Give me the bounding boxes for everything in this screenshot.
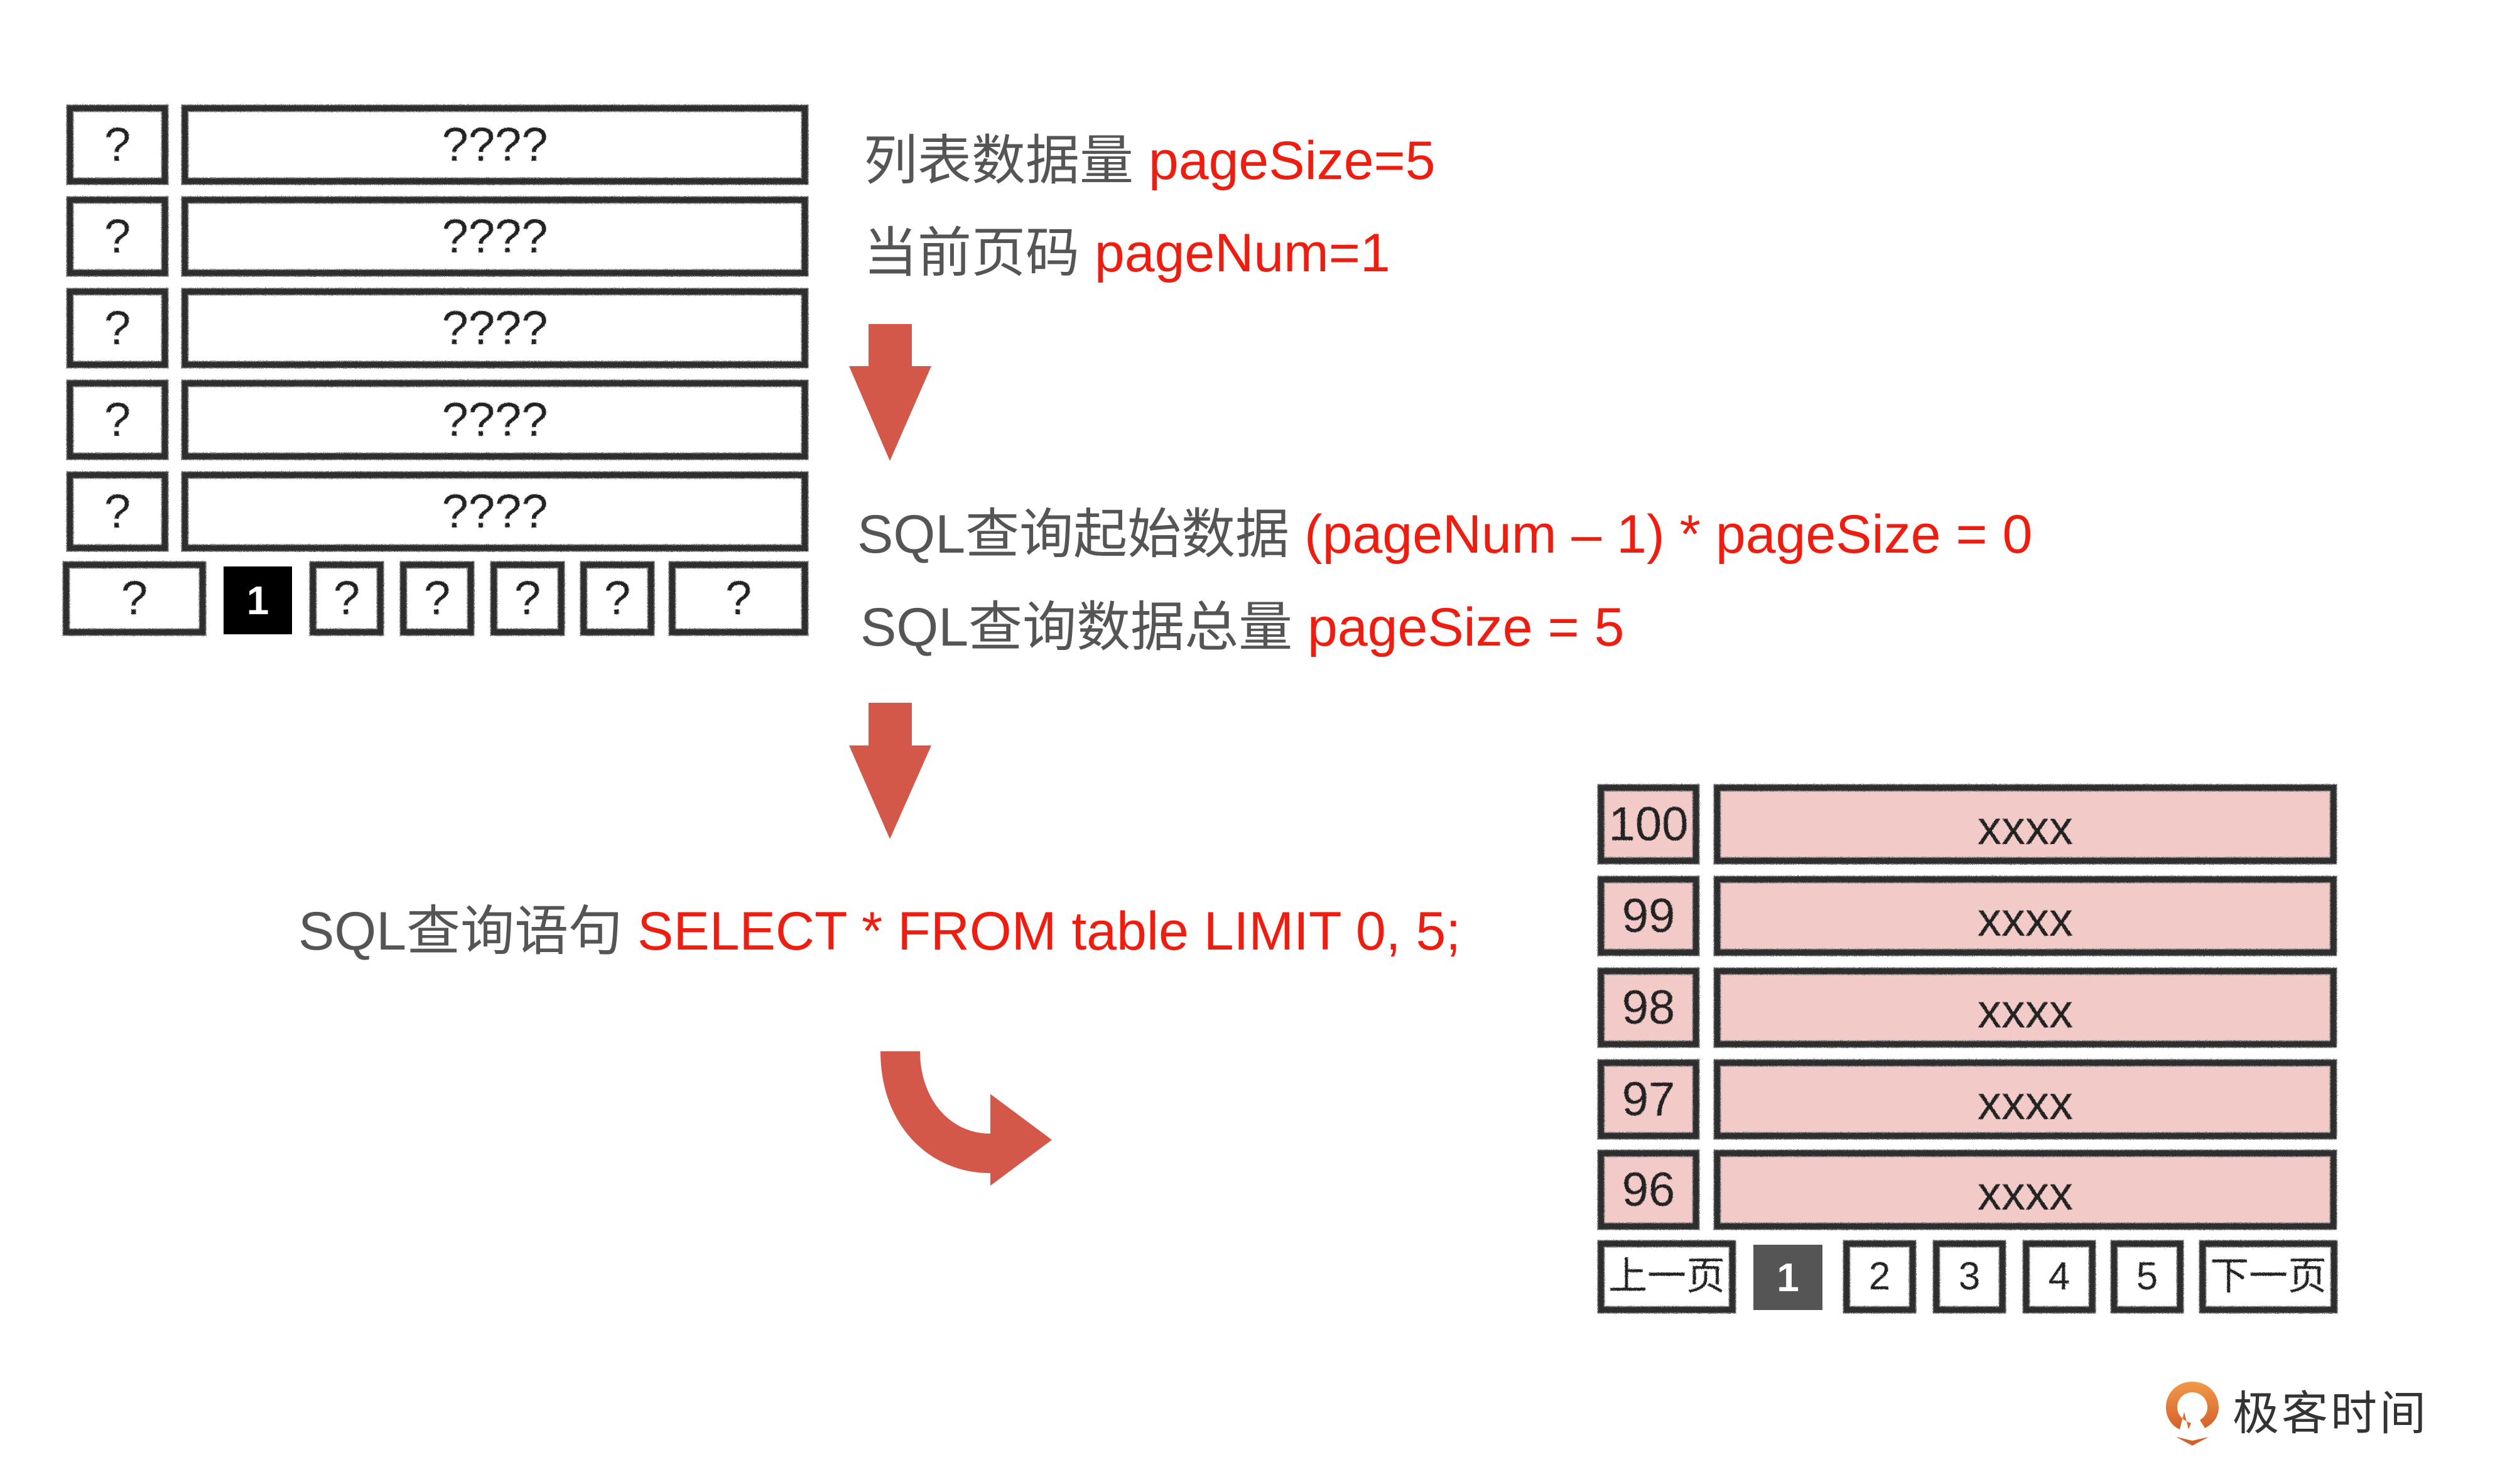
- row-id-text: 96: [1621, 1162, 1676, 1216]
- page-label: ?: [333, 571, 360, 625]
- unknown-row-id-cell: ?: [67, 472, 168, 551]
- row-content-text: xxxx: [1978, 801, 2073, 855]
- page-label: 2: [1868, 1255, 1891, 1298]
- sql-offset-expression: (pageNum – 1) * pageSize = 0: [1304, 504, 2033, 565]
- row-id-text: ?: [104, 209, 131, 263]
- current-page-button[interactable]: 1: [224, 566, 292, 634]
- next-page-label: 下一页: [2209, 1255, 2327, 1298]
- result-row-id-cell: 96: [1598, 1151, 1699, 1229]
- prev-page-label: 上一页: [1608, 1255, 1725, 1298]
- sql-query-label: SQL查询语句: [298, 901, 623, 961]
- page-button[interactable]: 4: [2023, 1241, 2095, 1313]
- result-row-content-cell: xxxx: [1714, 877, 2336, 955]
- row-content-text: ????: [441, 301, 548, 355]
- result-row-content-cell: xxxx: [1714, 1060, 2336, 1139]
- row-content-text: xxxx: [1978, 984, 2073, 1038]
- row-id-text: 99: [1621, 889, 1676, 943]
- geektime-logo-text: 极客时间: [2233, 1387, 2428, 1439]
- page-label: 5: [2136, 1255, 2158, 1298]
- result-row-content-cell: xxxx: [1714, 1151, 2336, 1229]
- row-content-text: xxxx: [1978, 1076, 2073, 1130]
- row-id-text: ?: [104, 117, 131, 171]
- unknown-row-content-cell: ????: [182, 106, 808, 184]
- row-id-text: ?: [104, 484, 131, 538]
- next-page-label: ?: [725, 571, 752, 625]
- next-page-button[interactable]: ?: [669, 562, 808, 635]
- page-label: ?: [423, 571, 451, 625]
- prev-page-button[interactable]: ?: [63, 562, 205, 635]
- geektime-logo-icon: [2166, 1382, 2219, 1446]
- sql-count-line: SQL查询数据总量 pageSize = 5: [860, 600, 1624, 654]
- current-page-label: 1: [246, 578, 269, 623]
- page-size-label: 列表数据量: [864, 131, 1134, 191]
- page-num-value: pageNum=1: [1094, 223, 1390, 283]
- unknown-row-id-cell: ?: [67, 289, 168, 367]
- page-num-line: 当前页码 pageNum=1: [864, 226, 1390, 280]
- page-size-line: 列表数据量 pageSize=5: [864, 134, 1436, 188]
- sql-offset-line: SQL查询起始数据 (pageNum – 1) * pageSize = 0: [857, 507, 2032, 561]
- sql-query-line: SQL查询语句 SELECT * FROM table LIMIT 0, 5;: [298, 904, 1461, 958]
- unknown-row-content-cell: ????: [182, 289, 808, 367]
- current-page-button[interactable]: 1: [1753, 1245, 1822, 1310]
- page-label: 3: [1958, 1255, 1981, 1298]
- row-content-text: ????: [441, 484, 548, 538]
- page-button[interactable]: 2: [1844, 1241, 1915, 1313]
- result-row-id-cell: 99: [1598, 877, 1699, 955]
- result-row-id-cell: 98: [1598, 968, 1699, 1047]
- row-id-text: 97: [1621, 1072, 1676, 1126]
- row-content-text: ????: [441, 393, 548, 447]
- page-label: 4: [2048, 1255, 2071, 1298]
- unknown-row-id-cell: ?: [67, 106, 168, 184]
- unknown-row-content-cell: ????: [182, 381, 808, 459]
- unknown-row-content-cell: ????: [182, 197, 808, 276]
- prev-page-label: ?: [121, 571, 148, 625]
- row-id-text: ?: [104, 301, 131, 355]
- down-arrow-icon: [849, 324, 931, 461]
- result-row-content-cell: xxxx: [1714, 785, 2336, 864]
- row-id-text: 100: [1608, 797, 1689, 851]
- sql-count-label: SQL查询数据总量: [860, 597, 1293, 658]
- page-label: ?: [514, 571, 541, 625]
- page-button[interactable]: ?: [310, 562, 383, 635]
- row-id-text: 98: [1621, 980, 1676, 1034]
- result-row-content-cell: xxxx: [1714, 968, 2336, 1047]
- sql-count-expression: pageSize = 5: [1307, 597, 1625, 658]
- unknown-row-content-cell: ????: [182, 472, 808, 551]
- current-page-label: 1: [1777, 1255, 1799, 1300]
- row-content-text: xxxx: [1978, 1166, 2073, 1220]
- sql-offset-label: SQL查询起始数据: [857, 504, 1290, 565]
- page-button[interactable]: ?: [401, 562, 474, 635]
- row-content-text: xxxx: [1978, 892, 2073, 946]
- prev-page-button[interactable]: 上一页: [1598, 1241, 1735, 1313]
- page-num-label: 当前页码: [864, 223, 1080, 283]
- result-row-id-cell: 100: [1598, 785, 1699, 864]
- page-button[interactable]: 3: [1934, 1241, 2005, 1313]
- unknown-row-id-cell: ?: [67, 197, 168, 276]
- page-button[interactable]: 5: [2111, 1241, 2183, 1313]
- row-id-text: ?: [104, 393, 131, 447]
- unknown-row-id-cell: ?: [67, 381, 168, 459]
- result-row-id-cell: 97: [1598, 1060, 1699, 1139]
- page-button[interactable]: ?: [491, 562, 564, 635]
- page-size-value: pageSize=5: [1148, 131, 1436, 191]
- page-label: ?: [604, 571, 631, 625]
- curved-arrow-icon: [880, 1051, 1052, 1186]
- page-button[interactable]: ?: [581, 562, 654, 635]
- row-content-text: ????: [441, 209, 548, 263]
- sql-query-statement: SELECT * FROM table LIMIT 0, 5;: [637, 901, 1461, 961]
- next-page-button[interactable]: 下一页: [2200, 1241, 2337, 1313]
- row-content-text: ????: [441, 117, 548, 171]
- down-arrow-icon: [849, 703, 931, 839]
